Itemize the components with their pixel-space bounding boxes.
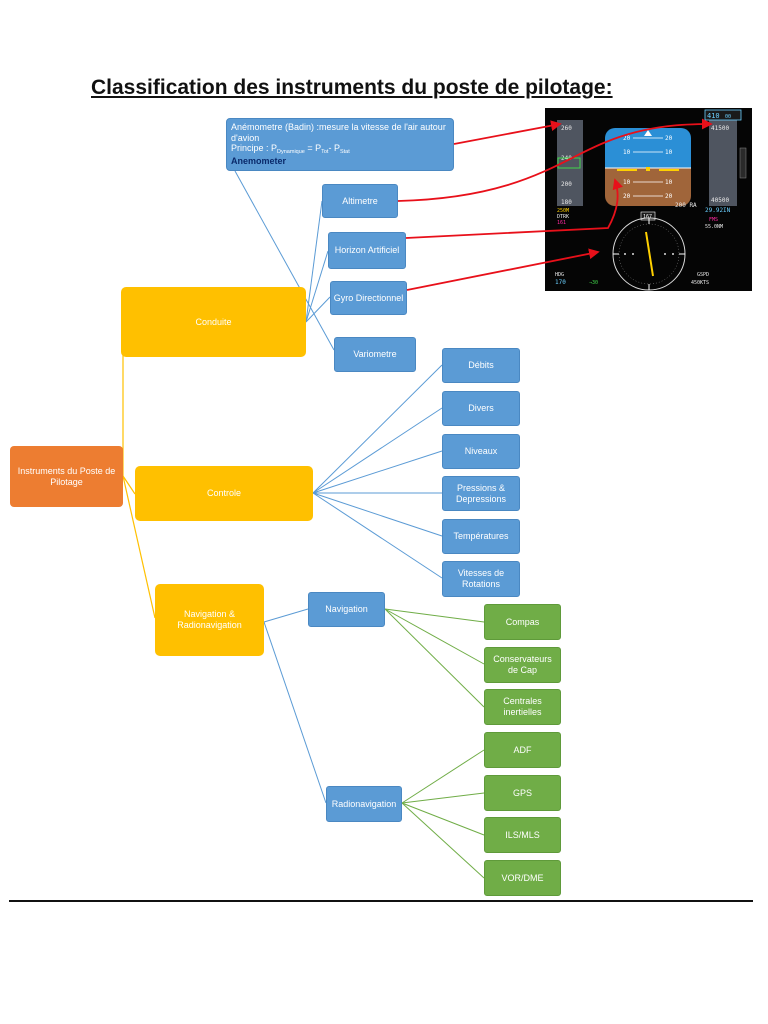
item-gyro-directionnel: Gyro Directionnel <box>330 281 407 315</box>
arrow-anemometre <box>453 120 562 145</box>
item-conservateurs-cap: Conservateurs de Cap <box>484 647 561 683</box>
svg-text:250M: 250M <box>557 208 569 214</box>
svg-text:10: 10 <box>623 179 631 186</box>
svg-text:170: 170 <box>555 279 566 286</box>
svg-text:161: 161 <box>557 220 566 226</box>
item-variometre: Variometre <box>334 337 416 372</box>
svg-text:200: 200 <box>561 181 572 188</box>
pfd-display-image: 260 240 200 180 250M DTRK 161 20 20 10 1… <box>545 108 752 291</box>
item-divers: Divers <box>442 391 520 426</box>
red-arrows <box>397 118 713 291</box>
svg-text:10: 10 <box>665 179 673 186</box>
root-node: Instruments du Poste de Pilotage <box>10 446 123 507</box>
svg-text:55.0NM: 55.0NM <box>705 224 723 230</box>
item-centrales-inertielles: Centrales inertielles <box>484 689 561 725</box>
arrow-altimetre <box>397 118 713 202</box>
svg-text:40500: 40500 <box>711 197 729 204</box>
arrow-horizon <box>405 178 623 239</box>
page-title: Classification des instruments du poste … <box>91 76 613 99</box>
item-adf: ADF <box>484 732 561 768</box>
attitude-indicator: 20 20 10 10 10 10 20 20 <box>605 128 691 206</box>
item-debits: Débits <box>442 348 520 383</box>
svg-text:180: 180 <box>561 199 572 206</box>
svg-text:10: 10 <box>623 149 631 156</box>
svg-text:167: 167 <box>643 214 652 220</box>
category-controle: Controle <box>135 466 313 521</box>
category-conduite: Conduite <box>121 287 306 357</box>
svg-text:00: 00 <box>725 114 731 120</box>
item-temperatures: Températures <box>442 519 520 554</box>
svg-text:10: 10 <box>665 149 673 156</box>
node-radionavigation: Radionavigation <box>326 786 402 822</box>
item-niveaux: Niveaux <box>442 434 520 469</box>
node-navigation: Navigation <box>308 592 385 627</box>
item-pressions: Pressions & Depressions <box>442 476 520 511</box>
svg-text:410: 410 <box>707 112 720 120</box>
svg-text:HDG: HDG <box>555 272 564 278</box>
item-horizon-artificiel: Horizon Artificiel <box>328 232 406 269</box>
anemometre-box: Anémometre (Badin) :mesure la vitesse de… <box>226 118 454 171</box>
item-vitesses-rotations: Vitesses de Rotations <box>442 561 520 597</box>
svg-text:200 RA: 200 RA <box>675 202 697 209</box>
green-connectors <box>384 608 485 879</box>
svg-text:260: 260 <box>561 125 572 132</box>
svg-text:20: 20 <box>623 135 631 142</box>
item-ils-mls: ILS/MLS <box>484 817 561 853</box>
svg-text:41500: 41500 <box>711 125 729 132</box>
svg-text:450KTS: 450KTS <box>691 280 709 286</box>
anemometre-principle: Principe : PDynamique = PTot- PStat <box>231 143 350 156</box>
svg-text:DTRK: DTRK <box>557 214 569 220</box>
altitude-tape <box>709 120 737 206</box>
bottom-divider <box>9 900 753 902</box>
blue-connectors <box>234 170 443 804</box>
anemometre-description: Anémometre (Badin) :mesure la vitesse de… <box>231 122 446 143</box>
category-navigation: Navigation & Radionavigation <box>155 584 264 656</box>
arrow-gyro <box>406 248 600 291</box>
item-compas: Compas <box>484 604 561 640</box>
svg-text:GSPD: GSPD <box>697 272 709 278</box>
item-vor-dme: VOR/DME <box>484 860 561 896</box>
anemometre-term: Anemometer <box>231 155 287 166</box>
item-gps: GPS <box>484 775 561 811</box>
svg-text:→30: →30 <box>589 280 598 286</box>
svg-text:20: 20 <box>623 193 631 200</box>
svg-text:29.92IN: 29.92IN <box>705 207 731 214</box>
item-altimetre: Altimetre <box>322 184 398 218</box>
svg-text:FMS: FMS <box>709 217 718 223</box>
svg-text:20: 20 <box>665 135 673 142</box>
svg-text:20: 20 <box>665 193 673 200</box>
